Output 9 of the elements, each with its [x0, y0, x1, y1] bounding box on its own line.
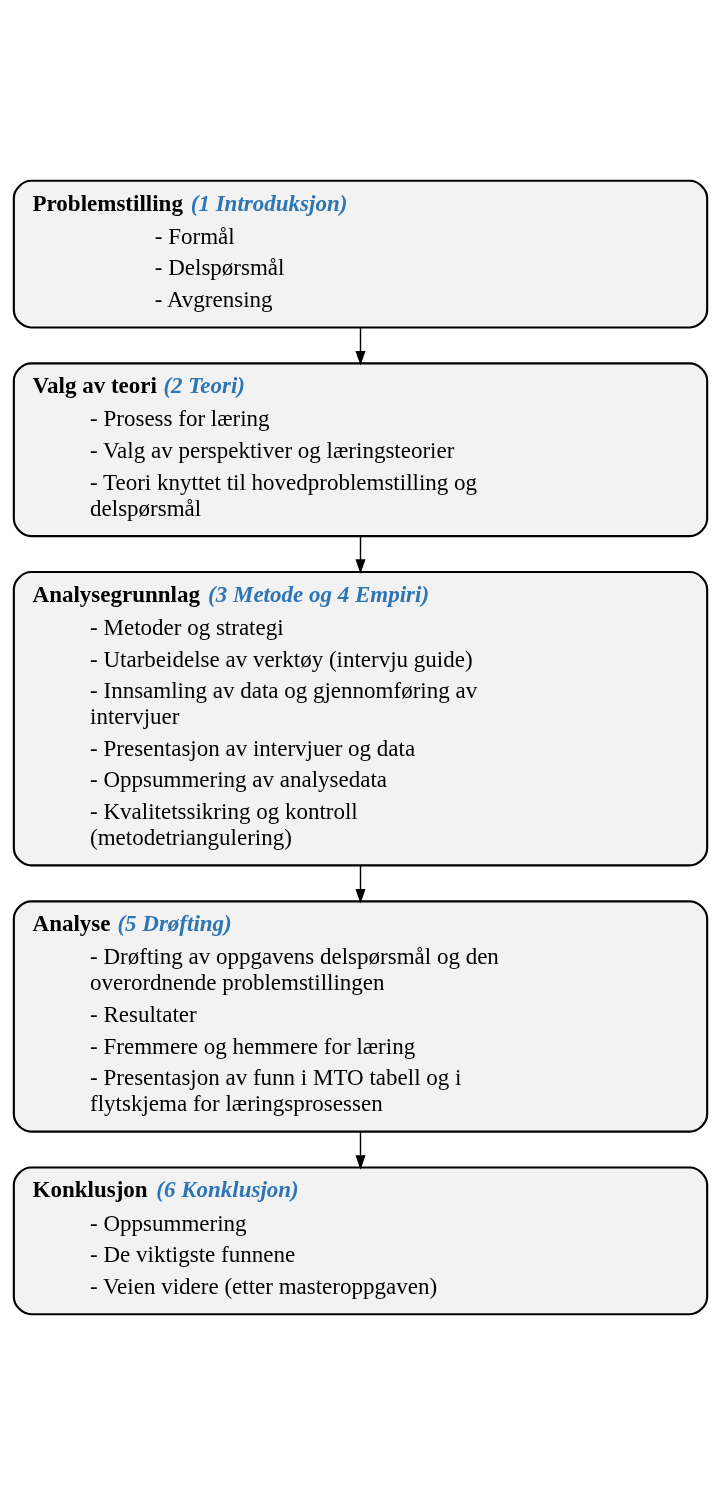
arrow [355, 534, 366, 574]
arrow [355, 864, 366, 903]
node-box: Analysegrunnlag (3 Metode og 4 Empiri) - Metoder og strategi - Utarbeidelse av verktøy (intervju guide) - Innsamling av data og gjennomføring av intervjuer - Presentasjon av intervjuer og data - Oppsummering av analysedata - Kvalitetssikring og kontroll (metodetriangulering) [12, 570, 709, 867]
node-box: Analyse (5 Drøfting) - Drøfting av oppgavens delspørsmål og den overordnende problemstillingen - Resultater - Fremmere og hemmere for læring - Presentasjon av funn i MTO tabell og i flytskjema for læringsprosessen [12, 899, 709, 1133]
node-box: Konklusjon (6 Konklusjon) - Oppsummering - De viktigste funnene - Veien videre (etter masteroppgaven) [12, 1165, 709, 1315]
arrow [355, 326, 366, 365]
node-box: Valg av teori (2 Teori) - Prosess for læring - Valg av perspektiver og læringsteorier - Teori knyttet til hovedproblemstilling og delspørsmål [12, 361, 709, 537]
arrow [355, 1130, 366, 1170]
node-box: Problemstilling (1 Introduksjon) - Formål - Delspørsmål - Avgrensing [12, 179, 709, 329]
